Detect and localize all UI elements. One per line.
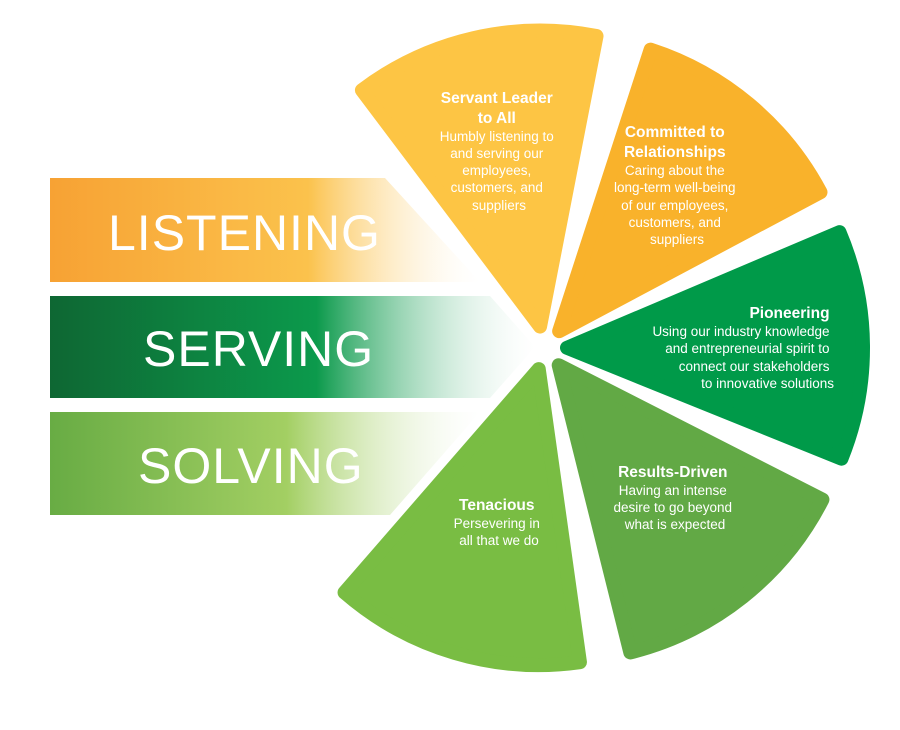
wedge-texts: Servant Leader to All Humbly listening t…	[440, 90, 834, 548]
wedge-text-results: Results-Driven Having an intense desire …	[613, 464, 736, 532]
band-listening	[50, 178, 480, 282]
wedge-text-tenacious: Tenacious Persevering in all that we do	[454, 497, 545, 548]
band-label-listening: LISTENING	[108, 205, 381, 261]
band-label-serving: SERVING	[143, 321, 374, 377]
wedge-servant	[354, 23, 604, 334]
wedge-results	[551, 358, 830, 660]
band-solving	[50, 412, 480, 515]
wedge-pioneering	[559, 225, 870, 466]
wedge-text-servant: Servant Leader to All Humbly listening t…	[440, 90, 559, 213]
wedges	[337, 23, 870, 673]
wedge-committed	[552, 42, 828, 339]
wedge-text-pioneering: Pioneering Using our industry knowledge …	[652, 305, 834, 391]
wedge-tenacious	[337, 362, 587, 673]
wedge-text-committed: Committed to Relationships Caring about …	[614, 124, 740, 247]
band-label-solving: SOLVING	[138, 438, 364, 494]
band-serving	[50, 296, 535, 398]
bands: LISTENING SERVING SOLVING	[50, 178, 535, 515]
